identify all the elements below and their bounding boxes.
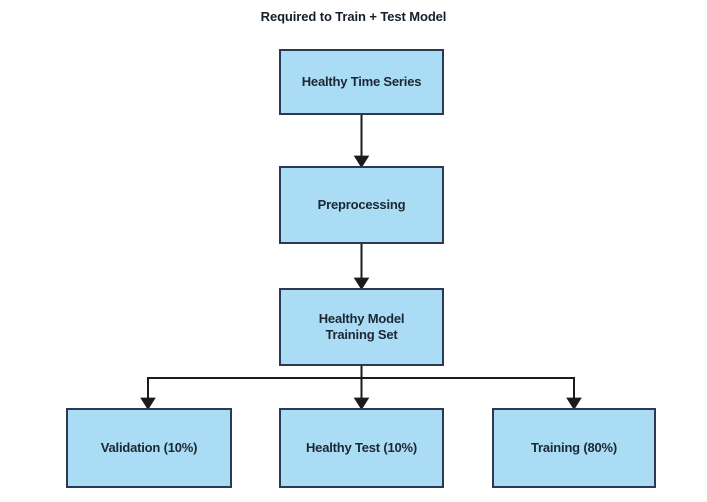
- node-label: Training (80%): [530, 439, 618, 455]
- node-preprocessing: Preprocessing: [279, 166, 444, 244]
- node-label: Healthy Model Training Set: [318, 310, 405, 342]
- page-title: Required to Train + Test Model: [260, 9, 447, 24]
- node-label: Healthy Test (10%): [305, 439, 418, 455]
- node-validation: Validation (10%): [66, 408, 232, 488]
- node-label: Preprocessing: [317, 196, 406, 212]
- node-healthy-model-training-set: Healthy Model Training Set: [279, 288, 444, 366]
- node-label: Healthy Time Series: [301, 73, 422, 89]
- edge-split-bus: [148, 366, 575, 379]
- node-training: Training (80%): [492, 408, 656, 488]
- node-healthy-test: Healthy Test (10%): [279, 408, 444, 488]
- node-healthy-time-series: Healthy Time Series: [279, 49, 444, 115]
- node-label: Validation (10%): [100, 439, 198, 455]
